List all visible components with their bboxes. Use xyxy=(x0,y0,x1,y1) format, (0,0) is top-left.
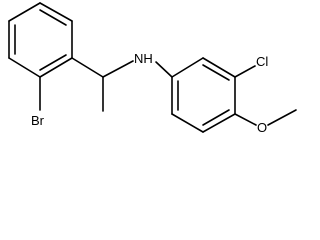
double-bond-ring1-2 xyxy=(39,54,67,71)
bond-ring2-b xyxy=(202,57,236,78)
bond-ch-nh xyxy=(102,60,134,78)
bond-ring1-a xyxy=(39,2,73,22)
double-bond-ring1-1 xyxy=(39,9,67,26)
chloromethoxyphenyl-ring xyxy=(171,57,236,133)
oxygen-atom-label: O xyxy=(257,120,267,135)
bond-nh-ring xyxy=(155,61,173,78)
double-bond-ring2-1 xyxy=(202,64,230,81)
bond-c-cl xyxy=(234,65,256,78)
bromophenyl-ring xyxy=(8,2,73,78)
bond-ring2-e xyxy=(171,113,204,133)
bond-c-o xyxy=(234,113,257,126)
bond-ring1-c xyxy=(39,57,73,78)
bond-ring2-d xyxy=(202,113,236,133)
amine-atom-label: NH xyxy=(134,51,153,66)
molecule-structure-diagram: Br NH Cl O xyxy=(8,2,297,135)
bond-ring1-f xyxy=(8,2,41,22)
bond-ring-ch xyxy=(71,57,104,78)
bond-o-methyl xyxy=(267,109,297,126)
double-bond-ring2-2 xyxy=(202,109,230,126)
chlorine-atom-label: Cl xyxy=(256,54,268,69)
bond-ring1-d xyxy=(8,57,41,78)
bond-ring2-a xyxy=(171,57,204,78)
bromine-atom-label: Br xyxy=(31,113,45,128)
